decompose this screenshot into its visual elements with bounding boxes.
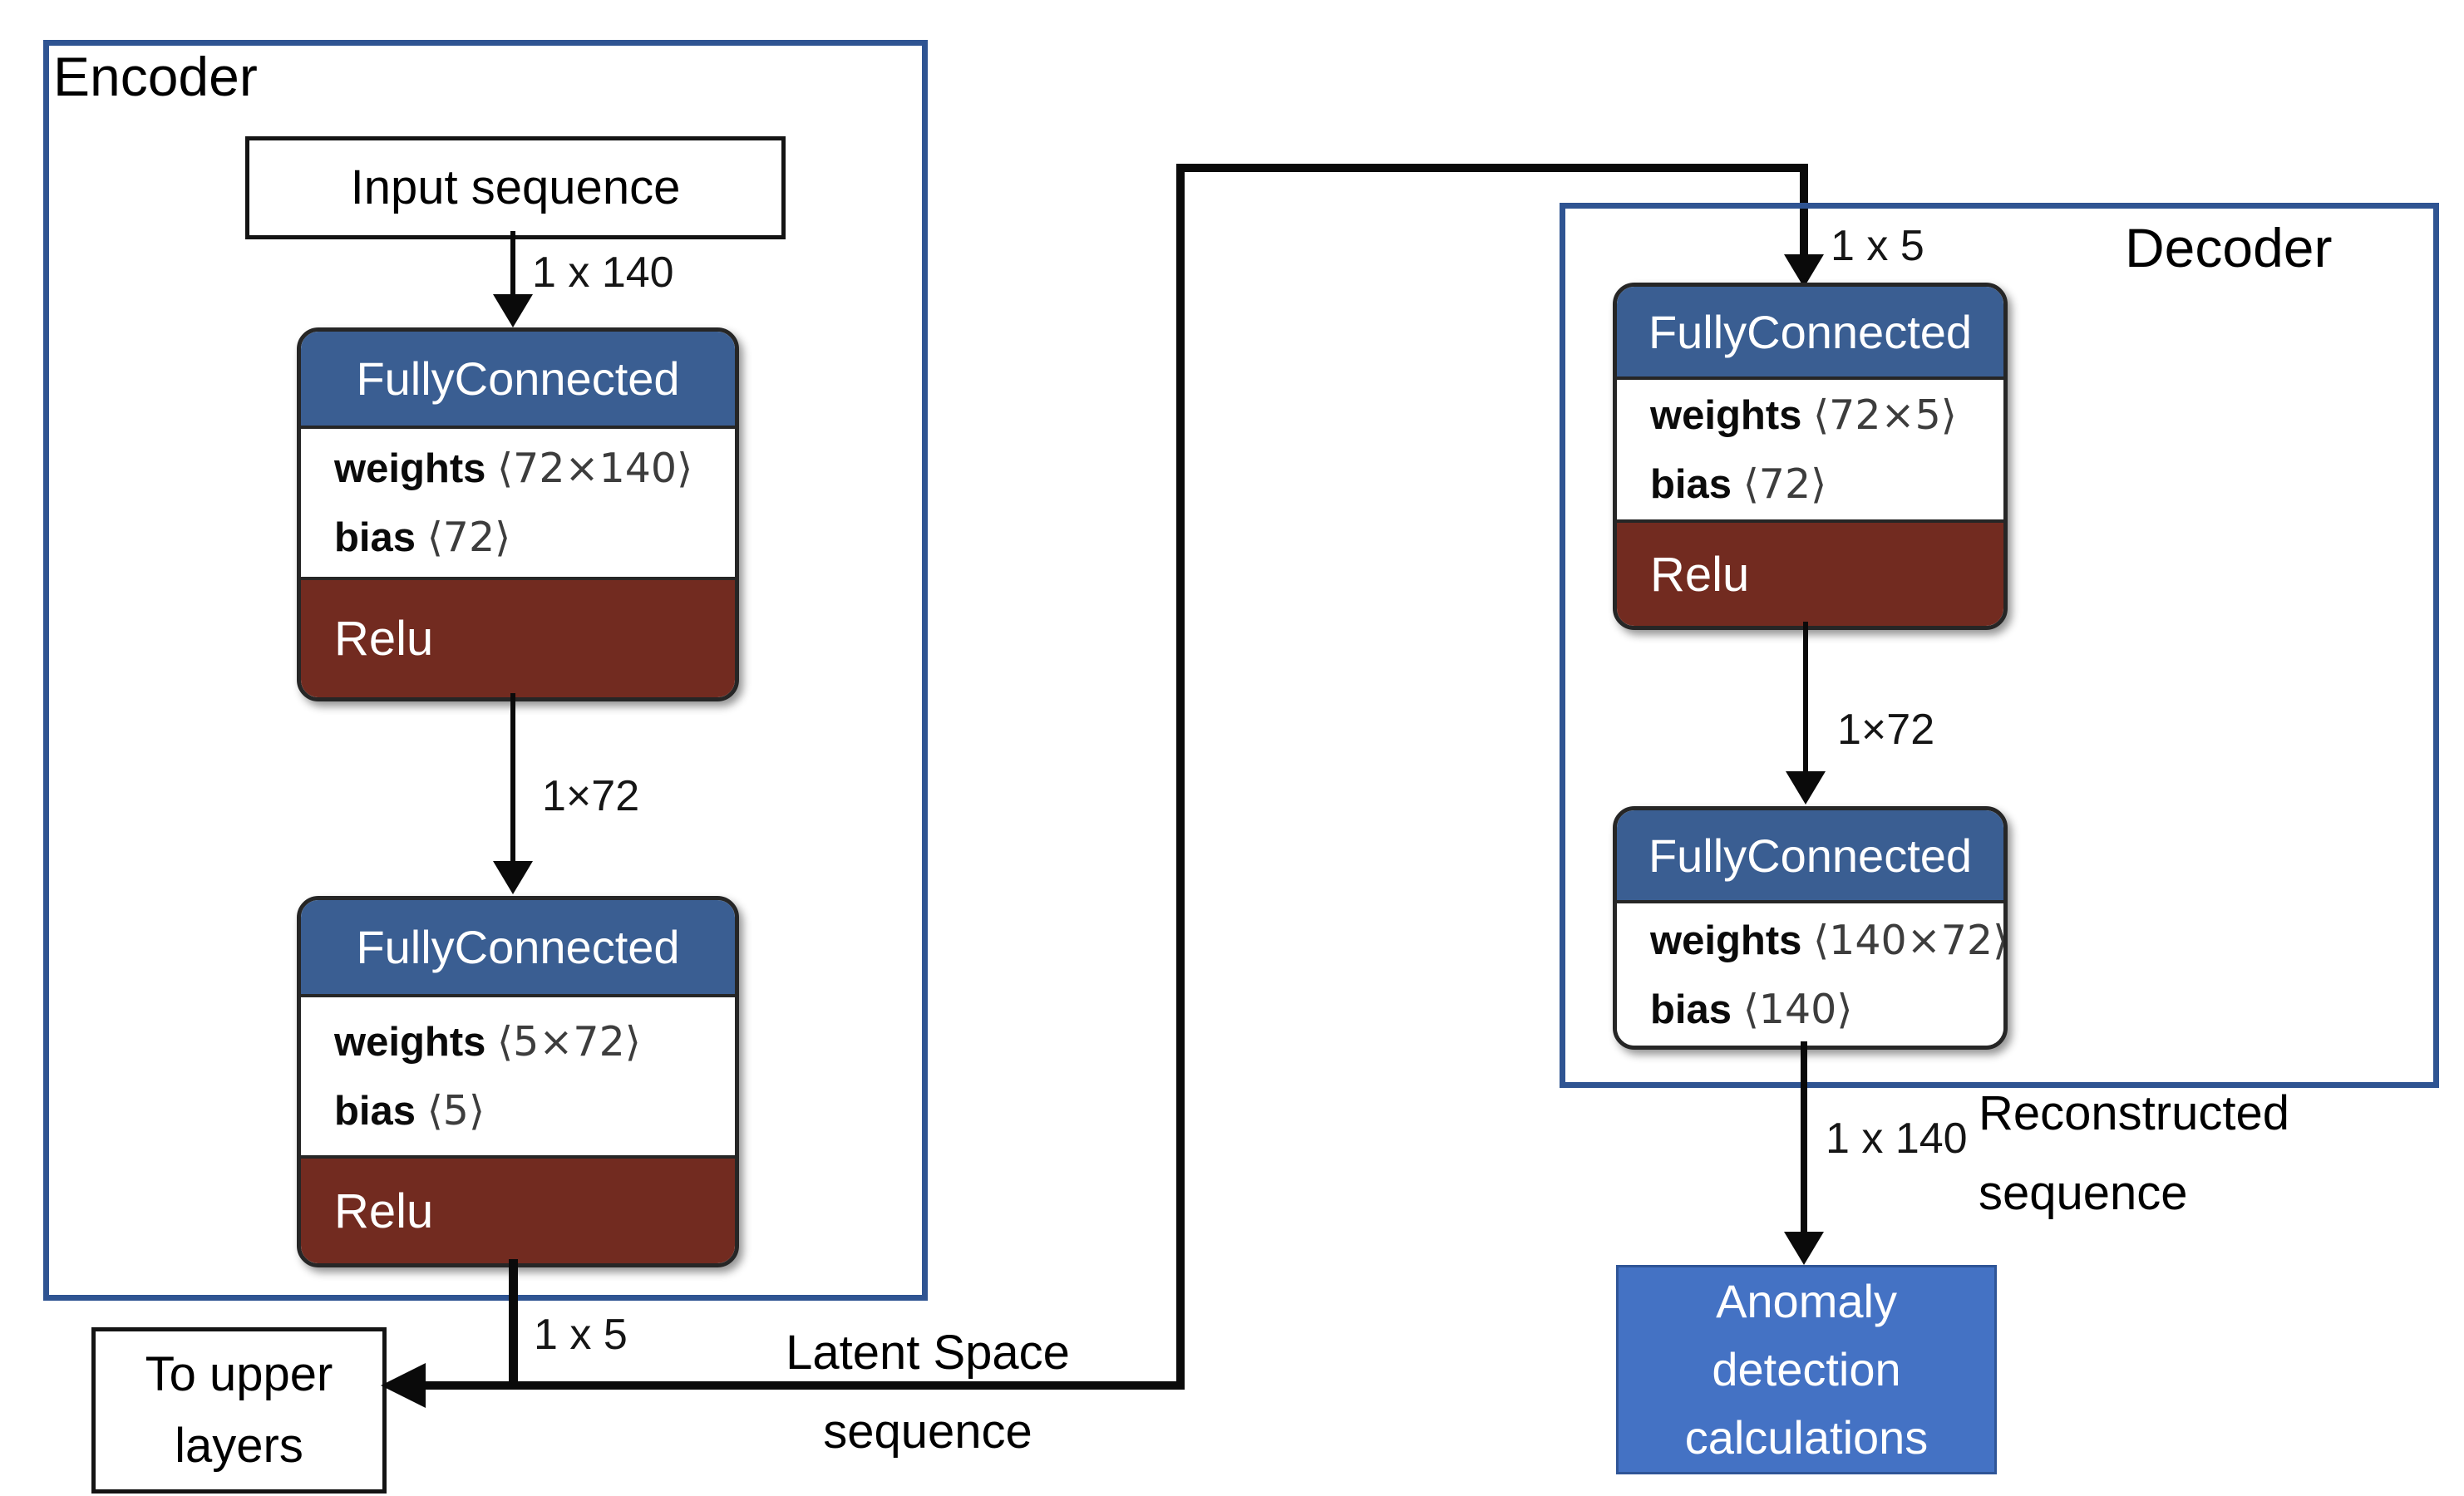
arrow-input-to-fc1-head — [493, 294, 533, 327]
latent-horizontal-line — [421, 1381, 1184, 1390]
encoder-fc2-relu-bar: Relu — [301, 1155, 735, 1263]
decoder-fc2-bias-row: bias ⟨140⟩ — [1650, 986, 2003, 1033]
reconstructed-label-line1: Reconstructed — [1979, 1086, 2289, 1140]
encoder-fc2-bias-row: bias ⟨5⟩ — [334, 1087, 735, 1134]
decoder-fc2-weights-row: weights ⟨140×72⟩ — [1650, 917, 2003, 964]
bias-dim: ⟨5⟩ — [426, 1087, 485, 1134]
decoder-fc2-block: FullyConnected weights ⟨140×72⟩ bias ⟨14… — [1613, 806, 2008, 1050]
encoder-fc1-body: weights ⟨72×140⟩ bias ⟨72⟩ — [301, 429, 735, 577]
encoder-group-box — [43, 40, 928, 1301]
encoder-fc1-relu-bar: Relu — [301, 577, 735, 697]
arrow-decoder-fc1-to-fc2-head — [1786, 771, 1826, 805]
decoder-group-box — [1560, 203, 2439, 1088]
latent-space-label-line2: sequence — [823, 1405, 1032, 1459]
weights-dim: ⟨72×5⟩ — [1813, 391, 1957, 439]
arrow-into-decoder-head — [1784, 254, 1824, 288]
weights-dim: ⟨72×140⟩ — [497, 445, 693, 492]
weights-dim: ⟨5×72⟩ — [497, 1018, 641, 1065]
encoder-fc2-block: FullyConnected weights ⟨5×72⟩ bias ⟨5⟩ R… — [297, 896, 739, 1267]
decoder-fc1-relu-bar: Relu — [1617, 519, 2003, 626]
decoder-fc1-weights-row: weights ⟨72×5⟩ — [1650, 391, 2003, 439]
to-upper-layers-box: To upper layers — [91, 1327, 387, 1494]
encoder-fc1-block: FullyConnected weights ⟨72×140⟩ bias ⟨72… — [297, 327, 739, 701]
bias-label: bias — [1650, 462, 1732, 507]
decoder-fc1-block: FullyConnected weights ⟨72×5⟩ bias ⟨72⟩ … — [1613, 283, 2008, 630]
anomaly-line3: calculations — [1684, 1411, 1929, 1464]
weights-label: weights — [1650, 918, 1802, 963]
encoder-label: Encoder — [53, 46, 258, 107]
encoder-fc1-bias-row: bias ⟨72⟩ — [334, 514, 735, 561]
input-sequence-text: Input sequence — [350, 160, 681, 214]
bias-dim: ⟨72⟩ — [426, 514, 511, 561]
to-upper-line2: layers — [175, 1419, 303, 1473]
edge-label-1x72-decoder: 1×72 — [1837, 706, 1935, 754]
bias-label: bias — [334, 1089, 416, 1134]
latent-top-line — [1176, 164, 1808, 172]
latent-space-label-line1: Latent Space — [786, 1326, 1070, 1380]
decoder-fc1-bias-row: bias ⟨72⟩ — [1650, 460, 2003, 508]
weights-label: weights — [334, 1020, 486, 1065]
decoder-label: Decoder — [2125, 217, 2333, 278]
edge-label-1x140-decoder: 1 x 140 — [1826, 1115, 1968, 1163]
encoder-fc2-weights-row: weights ⟨5×72⟩ — [334, 1018, 735, 1065]
weights-label: weights — [334, 446, 486, 491]
encoder-fc1-header: FullyConnected — [301, 332, 735, 429]
edge-label-1x72-encoder: 1×72 — [542, 772, 640, 820]
decoder-fc1-header: FullyConnected — [1617, 287, 2003, 380]
bias-dim: ⟨72⟩ — [1742, 460, 1827, 508]
latent-drop-line-decoder — [1800, 164, 1808, 254]
bias-label: bias — [334, 515, 416, 560]
edge-label-1x5-encoder: 1 x 5 — [534, 1311, 628, 1359]
edge-label-1x5-decoder: 1 x 5 — [1831, 222, 1924, 270]
arrow-decoder-fc1-to-fc2-line — [1803, 622, 1808, 771]
arrow-fc1-to-fc2-head — [493, 861, 533, 894]
arrow-input-to-fc1-line — [510, 231, 515, 294]
anomaly-line2: detection — [1712, 1343, 1901, 1395]
bias-dim: ⟨140⟩ — [1742, 985, 1853, 1033]
encoder-fc2-body: weights ⟨5×72⟩ bias ⟨5⟩ — [301, 997, 735, 1155]
arrow-to-upper-layers-head — [381, 1363, 426, 1408]
arrow-fc1-to-fc2-line — [510, 693, 515, 861]
anomaly-detection-box: Anomaly detection calculations — [1616, 1265, 1997, 1474]
encoder-fc2-header: FullyConnected — [301, 900, 735, 997]
input-sequence-box: Input sequence — [245, 136, 786, 239]
latent-drop-line-encoder — [509, 1259, 518, 1389]
anomaly-line1: Anomaly — [1716, 1275, 1897, 1327]
arrow-decoder-fc2-to-anomaly-line — [1801, 1041, 1807, 1232]
encoder-fc1-weights-row: weights ⟨72×140⟩ — [334, 445, 735, 492]
decoder-fc2-header: FullyConnected — [1617, 810, 2003, 903]
decoder-fc2-body: weights ⟨140×72⟩ bias ⟨140⟩ — [1617, 903, 2003, 1046]
edge-label-1x140-encoder: 1 x 140 — [532, 249, 674, 297]
to-upper-line1: To upper — [145, 1347, 333, 1401]
bias-label: bias — [1650, 987, 1732, 1032]
weights-dim: ⟨140×72⟩ — [1813, 916, 2008, 964]
weights-label: weights — [1650, 393, 1802, 438]
arrow-decoder-fc2-to-anomaly-head — [1784, 1232, 1824, 1265]
reconstructed-label-line2: sequence — [1979, 1166, 2188, 1220]
latent-riser-line — [1176, 164, 1185, 1390]
decoder-fc1-body: weights ⟨72×5⟩ bias ⟨72⟩ — [1617, 380, 2003, 519]
